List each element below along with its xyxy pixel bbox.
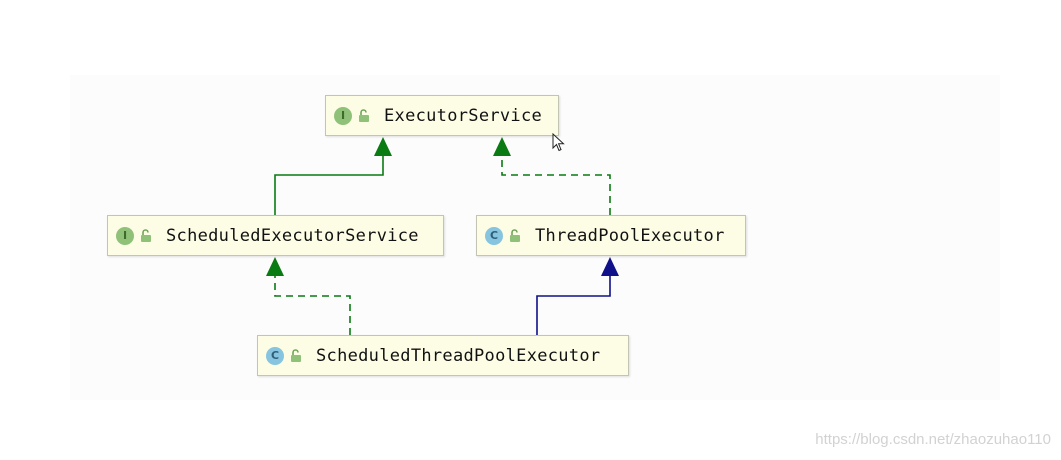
open-lock-icon (359, 108, 369, 122)
edge-threadpoolexecutor-to-executorservice (501, 155, 611, 215)
open-lock-icon (291, 348, 301, 362)
open-lock-icon (510, 228, 520, 242)
class-badge-icon: C (266, 346, 284, 365)
node-label: ThreadPoolExecutor (535, 225, 725, 246)
mouse-cursor-icon (552, 133, 565, 152)
edge-scheduledexecutorservice-to-executorservice (274, 155, 384, 215)
arrowhead-scheduledexecutorservice (266, 257, 284, 276)
node-thread-pool-executor[interactable]: C ThreadPoolExecutor (476, 215, 746, 256)
node-scheduled-thread-pool-executor[interactable]: C ScheduledThreadPoolExecutor (257, 335, 629, 376)
node-executor-service[interactable]: I ExecutorService (325, 95, 559, 136)
node-label: ExecutorService (384, 105, 543, 126)
watermark: https://blog.csdn.net/zhaozuhao110 (815, 431, 1051, 448)
node-scheduled-executor-service[interactable]: I ScheduledExecutorService (107, 215, 444, 256)
edge-scheduledthreadpoolexecutor-to-threadpoolexecutor (536, 276, 611, 335)
interface-badge-icon: I (334, 106, 352, 125)
arrowhead-executorservice-right (493, 137, 511, 156)
edge-scheduledthreadpoolexecutor-to-scheduledexecutorservice (274, 276, 351, 335)
arrowhead-threadpoolexecutor (601, 257, 619, 276)
class-badge-icon: C (485, 226, 503, 245)
node-label: ScheduledExecutorService (166, 225, 419, 246)
node-label: ScheduledThreadPoolExecutor (316, 345, 601, 366)
open-lock-icon (141, 228, 151, 242)
arrowhead-executorservice-left (374, 137, 392, 156)
interface-badge-icon: I (116, 226, 134, 245)
